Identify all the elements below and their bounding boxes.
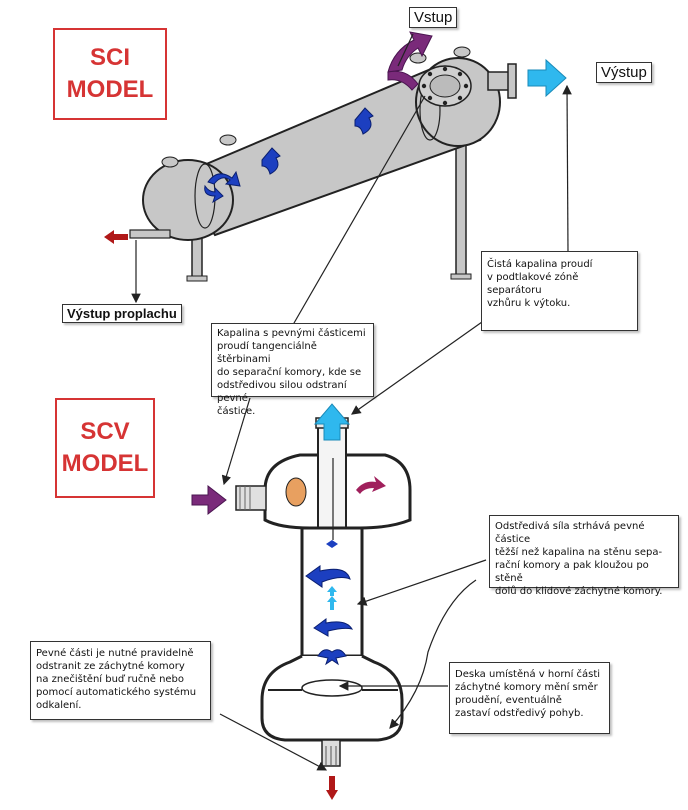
flush-arrow-icon <box>104 230 128 244</box>
flush-outlet-label: Výstup proplachu <box>62 304 182 323</box>
flush-arrow-icon <box>326 776 338 800</box>
note-inlet-particles: Kapalina s pevnými částicemi proudí tang… <box>211 323 374 417</box>
inlet-arrow-icon <box>387 31 433 73</box>
note-centrifugal: Odstředivá síla strhává pevné částice tě… <box>489 515 679 597</box>
outlet-arrow-icon <box>527 58 567 98</box>
scv-collection-chamber <box>260 654 404 742</box>
outlet-label: Výstup <box>596 62 652 83</box>
sci-inlet-flange <box>418 65 472 107</box>
scv-inlet-slot <box>285 477 307 507</box>
swirl-arrow-icon <box>204 107 374 204</box>
scv-plate <box>301 679 363 697</box>
outlet-arrow-icon <box>313 403 351 441</box>
inlet-label: Vstup <box>409 7 458 28</box>
swirl-arrow-icon <box>305 565 354 666</box>
scv-model-box: SCV MODEL <box>55 398 155 498</box>
scv-model-line2: MODEL <box>61 450 149 477</box>
note-plate: Deska umístěná v horní části záchytné ko… <box>449 662 610 734</box>
scv-inlet-nozzle <box>235 485 267 511</box>
sci-model-line1: SCI <box>89 44 130 71</box>
note-clean-liquid: Čistá kapalina proudí v podtlakové zóně … <box>481 251 638 331</box>
sci-model-box: SCI MODEL <box>53 28 167 120</box>
note-solids-removal: Pevné části je nutné pravidelně odstrani… <box>30 641 211 720</box>
sci-outlet-pipe <box>487 71 511 91</box>
sci-leg-right <box>455 129 467 279</box>
scv-separator <box>235 417 412 767</box>
sci-left-cap <box>142 159 234 241</box>
scv-model-line1: SCV <box>80 418 130 445</box>
sci-flush-pipe <box>129 229 171 239</box>
sci-model-line2: MODEL <box>66 76 154 103</box>
leader-lines <box>131 33 572 771</box>
inlet-arrow-icon <box>191 484 227 516</box>
sci-separator <box>129 46 517 282</box>
